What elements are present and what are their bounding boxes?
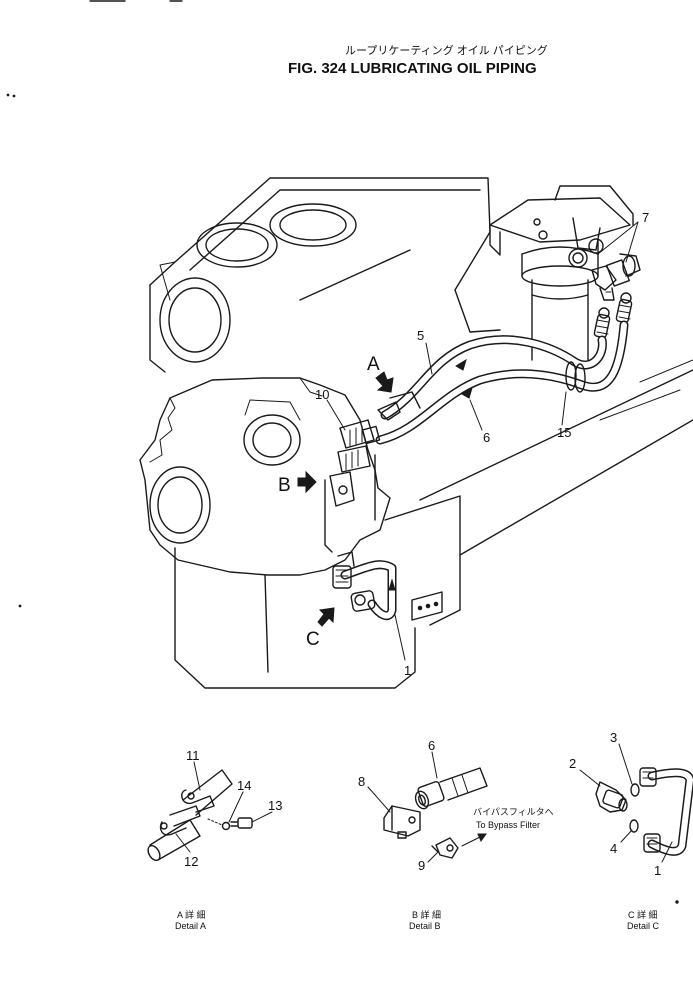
callout-7: 7 bbox=[642, 210, 649, 225]
callout-5: 5 bbox=[417, 328, 424, 343]
figure-title: FIG. 324 LUBRICATING OIL PIPING bbox=[288, 60, 537, 77]
main-leader-lines bbox=[326, 221, 639, 661]
detail-a-caption-jp: A 詳 細 bbox=[177, 909, 206, 920]
detail-b-callout-6: 6 bbox=[428, 738, 435, 753]
detail-c-callout-3: 3 bbox=[610, 730, 617, 745]
japanese-title: ループリケーティング オイル パイピング bbox=[345, 43, 548, 57]
detail-b-caption: Detail B bbox=[409, 921, 441, 931]
callout-1: 1 bbox=[404, 663, 411, 678]
gear-case-fittings bbox=[324, 391, 421, 553]
view-letter-b: B bbox=[278, 475, 291, 496]
detail-a-callout-13: 13 bbox=[268, 798, 282, 813]
detail-a-caption: Detail A bbox=[175, 921, 206, 931]
callout-15: 15 bbox=[557, 425, 571, 440]
detail-c-callout-4: 4 bbox=[610, 841, 617, 856]
detail-b-callout-9: 9 bbox=[418, 858, 425, 873]
detail-a-callout-12: 12 bbox=[184, 854, 198, 869]
bypass-label: To Bypass Filter bbox=[476, 820, 540, 830]
elbow-fittings-7 bbox=[591, 253, 641, 301]
scan-marks bbox=[6, 0, 183, 608]
flow-direction-arrow-icon bbox=[388, 358, 473, 591]
callout-6: 6 bbox=[483, 430, 490, 445]
bypass-oil-filter bbox=[489, 185, 634, 361]
detail-a: 11 14 13 12 A 詳 細 Detail A bbox=[147, 748, 282, 931]
detail-a-callout-14: 14 bbox=[237, 778, 251, 793]
detail-b: 6 8 9 バイパスフィルタへ To Bypass Filter B 詳 細 D… bbox=[358, 738, 554, 931]
view-letter-c: C bbox=[306, 629, 320, 650]
bypass-label-jp: バイパスフィルタへ bbox=[473, 807, 554, 817]
view-letters: A B C bbox=[278, 354, 380, 650]
callout-10: 10 bbox=[315, 387, 329, 402]
detail-c-callout-1: 1 bbox=[654, 863, 661, 878]
oil-hoses bbox=[375, 320, 629, 445]
view-direction-arrow-icon bbox=[297, 371, 394, 627]
detail-b-caption-jp: B 詳 細 bbox=[412, 909, 441, 920]
detail-c-callout-2: 2 bbox=[569, 756, 576, 771]
detail-c-caption: Detail C bbox=[627, 921, 660, 931]
detail-c: 3 2 4 1 C 詳 細 Detail C bbox=[569, 730, 693, 931]
main-callouts: 7 5 10 6 15 1 bbox=[315, 210, 649, 678]
detail-c-caption-jp: C 詳 細 bbox=[628, 909, 658, 920]
engine-block bbox=[139, 177, 693, 689]
detail-a-callout-11: 11 bbox=[186, 748, 200, 763]
view-letter-a: A bbox=[367, 354, 380, 375]
detail-b-callout-8: 8 bbox=[358, 774, 365, 789]
